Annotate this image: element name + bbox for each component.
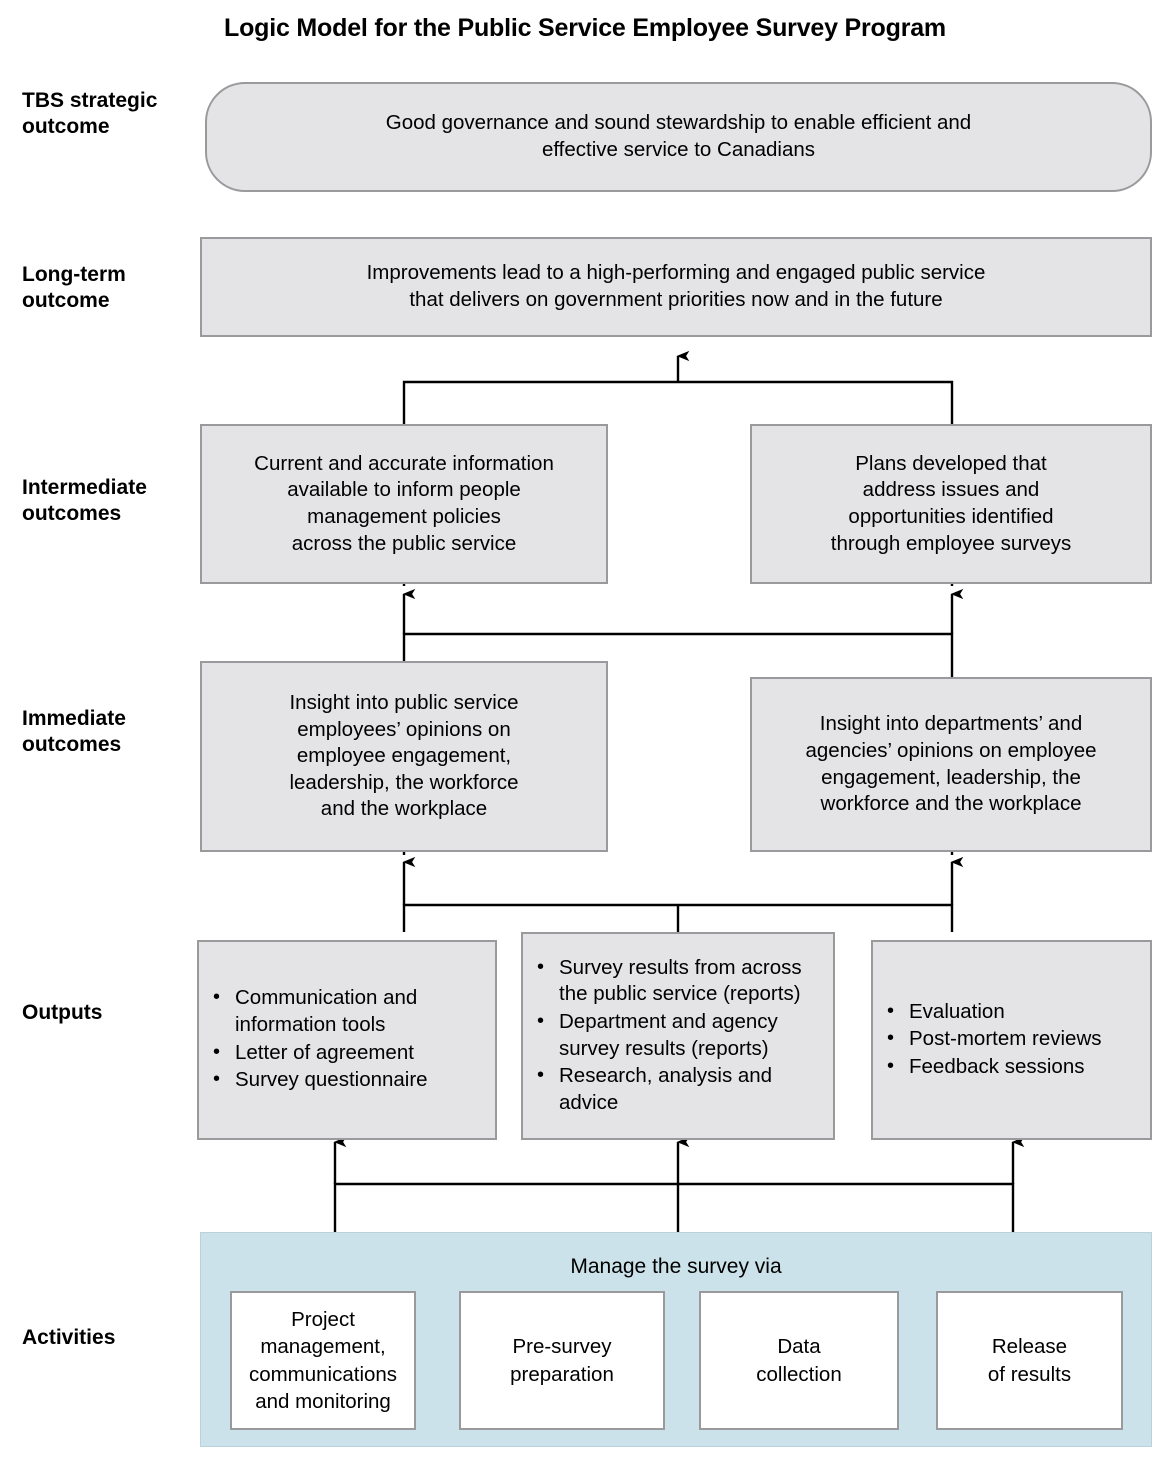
tbs-strategic-outcome-text: Good governance and sound stewardship to… [385, 111, 972, 161]
intermediate-outcome-box-2: Plans developed that address issues and … [750, 424, 1152, 584]
list-item: Letter of agreement [213, 1039, 487, 1067]
intermediate-outcome-text-1: Current and accurate information availab… [254, 451, 554, 555]
list-item: Evaluation [887, 998, 1142, 1026]
outputs-list-3: Evaluation Post-mortem reviews Feedback … [873, 998, 1150, 1082]
activity-box-data-collection: Data collection [699, 1291, 899, 1430]
long-term-outcome-text: Improvements lead to a high-performing a… [366, 261, 986, 311]
list-item: Post-mortem reviews [887, 1025, 1142, 1053]
activity-box-release-of-results: Release of results [936, 1291, 1123, 1430]
intermediate-outcome-text-2: Plans developed that address issues and … [830, 451, 1072, 555]
activity-box-pre-survey-preparation: Pre-survey preparation [459, 1291, 665, 1430]
immediate-outcome-box-1: Insight into public service employees’ o… [200, 661, 608, 852]
activity-text-1: Project management, communications and m… [248, 1308, 398, 1413]
immediate-outcome-text-2: Insight into departments’ and agencies’ … [805, 712, 1097, 816]
list-item: Feedback sessions [887, 1053, 1142, 1081]
tbs-strategic-outcome-box: Good governance and sound stewardship to… [205, 82, 1152, 192]
outputs-list-2: Survey results from across the public se… [523, 954, 833, 1118]
list-item: Survey questionnaire [213, 1066, 487, 1094]
row-label-activities: Activities [22, 1326, 116, 1349]
activity-text-3: Data collection [756, 1335, 842, 1386]
outputs-list-1: Communication and information tools Lett… [199, 984, 495, 1095]
row-label-long-term-outcome: Long-term outcome [22, 263, 126, 313]
row-label-tbs-strategic-outcome: TBS strategic outcome [22, 89, 158, 139]
outputs-box-1: Communication and information tools Lett… [197, 940, 497, 1140]
activity-text-4: Release of results [987, 1335, 1072, 1386]
row-label-intermediate-outcomes: Intermediate outcomes [22, 476, 147, 526]
activities-panel: Manage the survey via Project management… [200, 1232, 1152, 1447]
row-label-outputs: Outputs [22, 1001, 103, 1024]
row-label-immediate-outcomes: Immediate outcomes [22, 707, 126, 757]
list-item: Department and agency survey results (re… [537, 1008, 825, 1062]
outputs-box-2: Survey results from across the public se… [521, 932, 835, 1140]
long-term-outcome-box: Improvements lead to a high-performing a… [200, 237, 1152, 337]
intermediate-outcome-box-1: Current and accurate information availab… [200, 424, 608, 584]
activity-text-2: Pre-survey preparation [510, 1335, 614, 1386]
outputs-box-3: Evaluation Post-mortem reviews Feedback … [871, 940, 1152, 1140]
immediate-outcome-box-2: Insight into departments’ and agencies’ … [750, 677, 1152, 852]
activities-heading: Manage the survey via [570, 1255, 782, 1278]
immediate-outcome-text-1: Insight into public service employees’ o… [289, 690, 519, 821]
activity-box-project-management: Project management, communications and m… [230, 1291, 416, 1430]
list-item: Survey results from across the public se… [537, 954, 825, 1008]
list-item: Research, analysis and advice [537, 1062, 825, 1116]
list-item: Communication and information tools [213, 984, 487, 1038]
page-title: Logic Model for the Public Service Emplo… [224, 14, 946, 42]
